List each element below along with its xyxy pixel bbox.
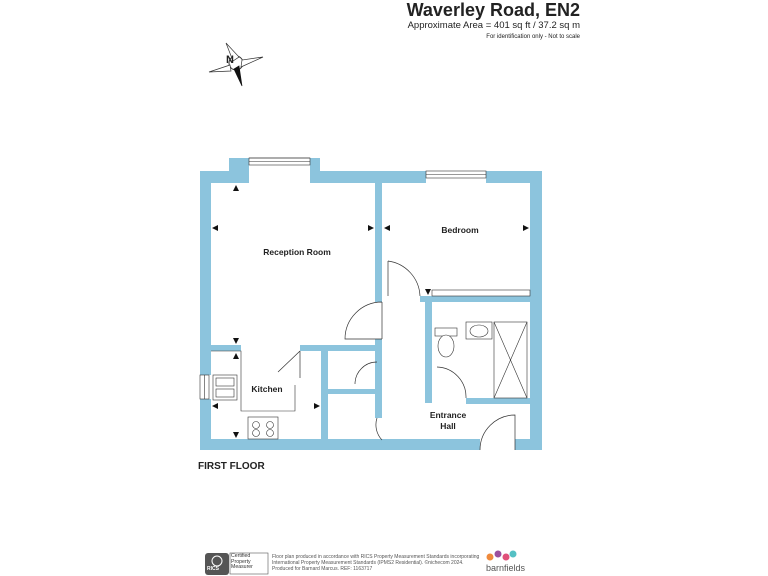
window-top-bedroom bbox=[425, 170, 487, 179]
room-label-reception: Reception Room bbox=[263, 247, 331, 257]
statement-line-2: International Property Measurement Stand… bbox=[272, 560, 464, 566]
page-title: Waverley Road, EN2 bbox=[406, 0, 580, 20]
rics-logo bbox=[205, 552, 269, 575]
rics-certified-label: Certified Property Measurer bbox=[231, 553, 271, 571]
window-kitchen bbox=[199, 374, 210, 400]
rics-line-2: Property bbox=[231, 558, 251, 565]
room-label-kitchen: Kitchen bbox=[251, 384, 283, 394]
bathroom-fittings bbox=[434, 321, 528, 399]
walls bbox=[200, 158, 542, 450]
identification-note: For identification only - Not to scale bbox=[486, 34, 580, 40]
window-top-reception bbox=[248, 157, 311, 166]
wardrobe bbox=[431, 289, 531, 297]
rics-badge-text: RICS bbox=[207, 566, 219, 572]
doors bbox=[277, 260, 516, 451]
barnfields-logo-dots bbox=[486, 550, 517, 561]
room-label-entrance: Entrance bbox=[429, 410, 467, 420]
room-label-entrance-hall: Entrance Hall bbox=[420, 410, 476, 432]
floor-label: FIRST FLOOR bbox=[198, 461, 265, 472]
compass-north-letter: N bbox=[226, 54, 234, 66]
rics-statement: Floor plan produced in accordance with R… bbox=[272, 554, 487, 572]
brand-logo-text: barnfields bbox=[486, 563, 526, 573]
rics-line-1: Certified bbox=[231, 553, 251, 559]
statement-line-3: Produced for Barnard Marcus. REF: 116371… bbox=[272, 566, 373, 572]
rics-line-3: Measurer bbox=[231, 564, 253, 571]
statement-line-1: Floor plan produced in accordance with R… bbox=[272, 554, 480, 560]
compass-icon bbox=[208, 42, 264, 87]
room-label-hall: Hall bbox=[440, 421, 456, 431]
kitchen-fittings bbox=[211, 350, 296, 440]
approximate-area: Approximate Area = 401 sq ft / 37.2 sq m bbox=[407, 20, 580, 31]
dimension-arrows bbox=[212, 185, 529, 438]
room-label-bedroom: Bedroom bbox=[441, 225, 479, 235]
